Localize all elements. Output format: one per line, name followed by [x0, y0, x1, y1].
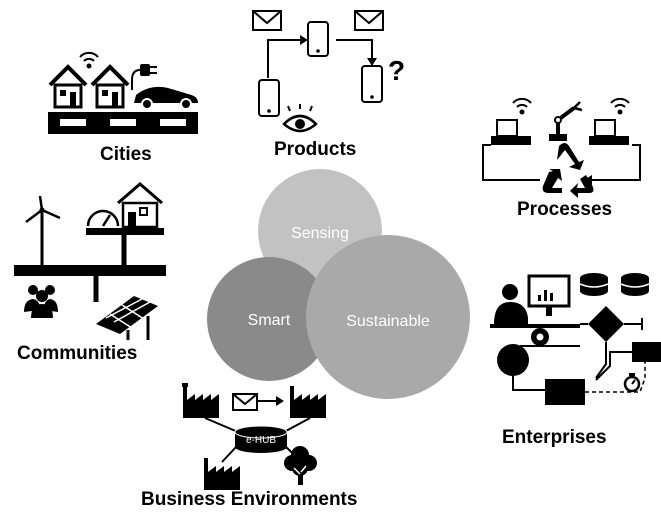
wifi-icon	[512, 97, 532, 115]
processes-illustration	[482, 97, 641, 198]
grid-line	[14, 265, 166, 302]
process-box	[632, 342, 661, 362]
house-icon	[90, 64, 130, 109]
machine-icon	[589, 119, 629, 145]
cities-illustration	[48, 51, 198, 134]
question-mark-icon: ?	[388, 55, 405, 86]
process-node	[497, 344, 529, 376]
car-icon	[134, 86, 198, 110]
gauge-icon	[86, 209, 120, 227]
wifi-icon	[610, 97, 630, 115]
arrow-connector	[267, 35, 377, 78]
flow-connector	[512, 318, 643, 391]
smartphone-icon	[258, 79, 280, 117]
ehub-node	[234, 425, 288, 453]
sensing-label: Sensing	[291, 225, 349, 242]
house-platform	[86, 228, 164, 235]
cities-label: Cities	[100, 144, 152, 165]
road-platform	[48, 112, 198, 134]
processes-label: Processes	[517, 199, 613, 220]
database-icon	[620, 273, 650, 296]
robot-arm-icon	[549, 101, 583, 141]
products-label: Products	[274, 139, 357, 160]
database-icon	[579, 273, 609, 296]
person-at-desk-icon	[490, 284, 580, 328]
envelope-icon	[354, 10, 384, 31]
monitor-icon	[527, 274, 571, 316]
decision-diamond	[588, 306, 624, 342]
enterprises-illustration	[490, 273, 661, 405]
factory-icon	[204, 458, 240, 490]
house-icon	[48, 64, 88, 109]
machine-icon	[491, 119, 531, 145]
sustainable-circle	[306, 235, 470, 399]
smartphone-icon	[307, 21, 329, 57]
communities-label: Communities	[17, 343, 138, 364]
house-icon	[117, 182, 163, 229]
eye-icon	[282, 104, 318, 133]
envelope-icon	[252, 10, 282, 31]
solar-panel-icon	[96, 296, 158, 340]
products-illustration: ?	[252, 10, 405, 133]
enterprises-label: Enterprises	[502, 427, 607, 448]
wind-turbine-icon	[25, 195, 61, 265]
smart-label: Smart	[248, 312, 291, 329]
gear-icon	[531, 328, 549, 346]
sustainable-label: Sustainable	[346, 313, 430, 330]
people-icon	[24, 285, 58, 318]
envelope-icon	[232, 393, 258, 411]
recycle-icon	[542, 143, 594, 198]
smartphone-icon	[361, 65, 383, 103]
tree-icon	[284, 446, 317, 485]
process-box	[545, 379, 585, 405]
communities-illustration	[14, 182, 166, 340]
ev-plug-icon	[131, 64, 157, 90]
arrow-connector	[258, 396, 284, 406]
factory-icon	[290, 386, 326, 418]
business-illustration: e-HUB	[182, 383, 326, 490]
stopwatch-icon	[623, 373, 641, 393]
factory-icon	[182, 383, 219, 418]
wifi-icon	[79, 51, 99, 69]
dashed-connector	[585, 362, 646, 393]
smart-circle	[207, 257, 331, 381]
ehub-label: e-HUB	[246, 435, 276, 446]
flow-connector	[595, 351, 632, 381]
business-environments-label: Business Environments	[141, 489, 358, 510]
